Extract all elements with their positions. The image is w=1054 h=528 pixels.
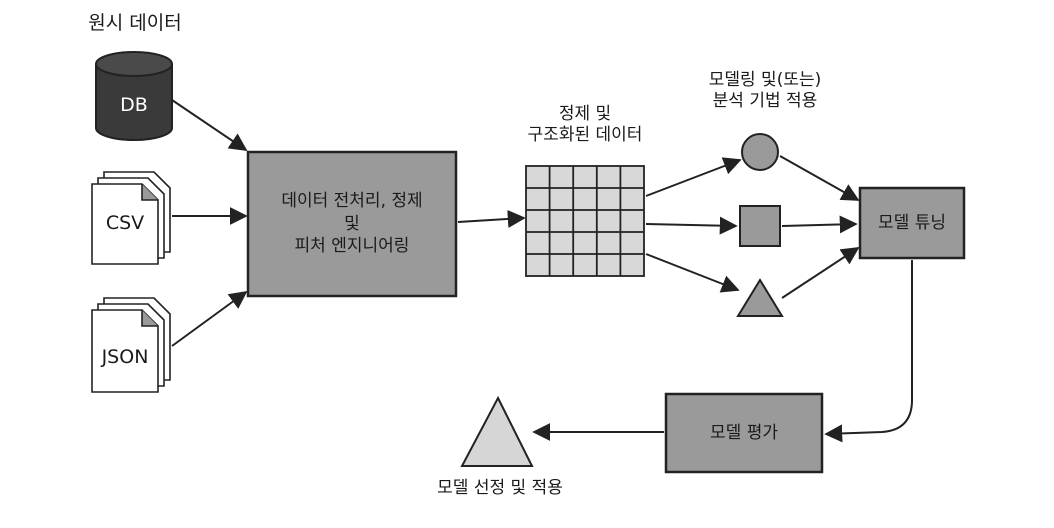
structured-data-label-line2: 구조화된 데이터 (527, 125, 643, 146)
evaluation-label: 모델 평가 (710, 422, 778, 443)
db-label: DB (120, 94, 148, 116)
tuning-label: 모델 튜닝 (878, 212, 946, 233)
structured-data-grid (525, 165, 645, 277)
csv-label: CSV (105, 212, 145, 234)
arrow-square-to-tuning (781, 215, 858, 234)
database-icon (95, 51, 173, 141)
arrow-circle-to-tuning (779, 155, 860, 201)
structured-data-label: 정제 및 구조화된 데이터 (490, 104, 680, 147)
arrow-db-to-preprocess (171, 99, 248, 152)
deployment-label: 모델 선정 및 적용 (437, 478, 563, 498)
structured-data-label-line1: 정제 및 (558, 104, 612, 124)
preprocess-label-line1: 데이터 전처리, 정제 (281, 190, 423, 211)
arrow-structured-to-circle (645, 157, 742, 197)
deployment-triangle-shape (460, 395, 534, 467)
modeling-label-line2: 분석 기법 적용 (712, 91, 818, 112)
model-circle-shape (741, 133, 779, 171)
arrow-tuning-to-evaluation (824, 260, 913, 443)
arrow-json-to-preprocess (171, 290, 248, 347)
preprocess-box (246, 150, 458, 298)
arrow-triangle-to-tuning (781, 247, 860, 299)
arrow-preprocess-to-structured (457, 209, 526, 228)
modeling-label-line1: 모델링 및(또는) (708, 70, 822, 90)
preprocess-label-line2: 및 (344, 213, 360, 234)
evaluation-box (664, 392, 824, 474)
modeling-label: 모델링 및(또는) 분석 기법 적용 (680, 70, 850, 113)
model-triangle-shape (736, 278, 784, 317)
raw-data-label: 원시 데이터 (88, 12, 182, 34)
tuning-box (858, 186, 966, 260)
model-square-shape (739, 205, 781, 247)
csv-file-stack-icon (91, 171, 171, 265)
preprocess-label-line3: 피처 엔지니어링 (294, 236, 410, 257)
arrow-structured-to-triangle (645, 253, 740, 293)
arrow-structured-to-square (645, 216, 738, 235)
json-label: JSON (101, 346, 149, 368)
preprocess-label: 데이터 전처리, 정제 및 피처 엔지니어링 (248, 152, 456, 296)
json-file-stack-icon (91, 297, 171, 393)
